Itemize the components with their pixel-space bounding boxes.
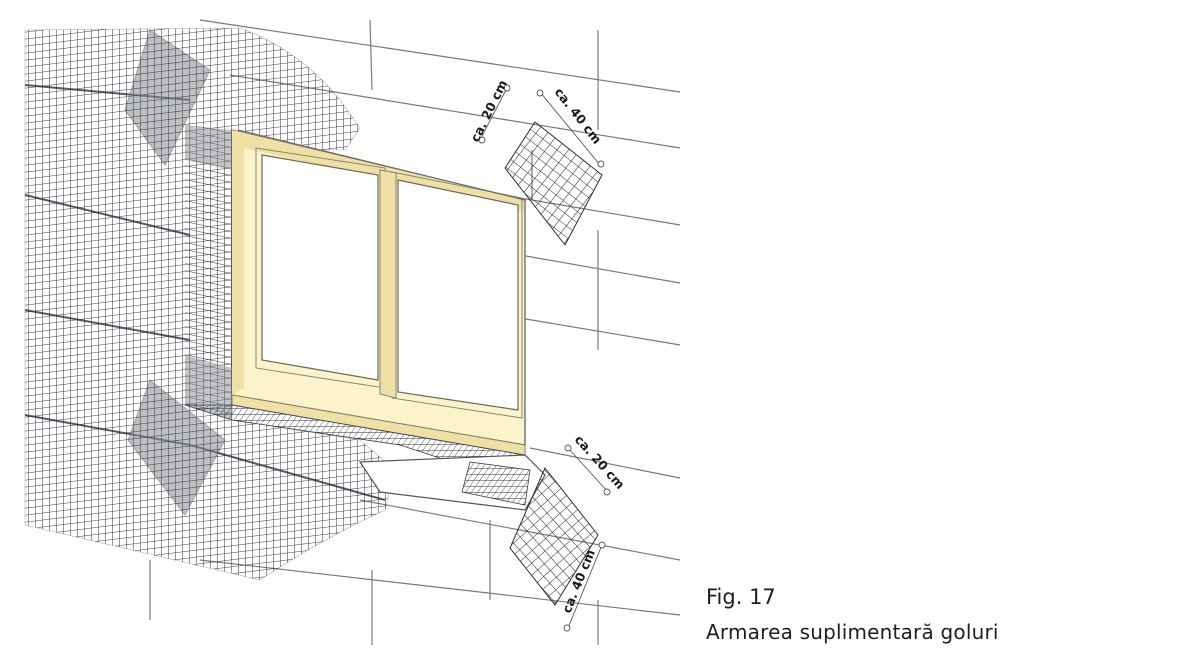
reveal-top-shadow [185, 125, 232, 170]
window [231, 129, 526, 456]
reveal-side-mesh [185, 125, 232, 420]
window-frame-left-inner [232, 130, 244, 395]
window-mullion [379, 169, 397, 399]
label-top-small: ca. 20 cm [467, 77, 510, 144]
sill-mesh-strip [461, 461, 531, 506]
right-reveal [237, 129, 526, 445]
window-pane-right [397, 179, 519, 411]
figure-number: Fig. 17 [706, 585, 776, 609]
window-pane-left [261, 154, 379, 381]
diagonal-patch-top-right [504, 121, 603, 246]
mesh-board-seams [24, 84, 386, 501]
dimension-lines-top [478, 84, 605, 168]
figure-caption: Fig. 17 Armarea suplimentară goluri [706, 584, 999, 646]
reveal-bottom-shadow [185, 355, 232, 420]
diagonal-patch-bottom-right [509, 467, 599, 606]
figure-title: Armarea suplimentară goluri [706, 620, 999, 644]
dimension-lines-bottom [563, 444, 611, 632]
